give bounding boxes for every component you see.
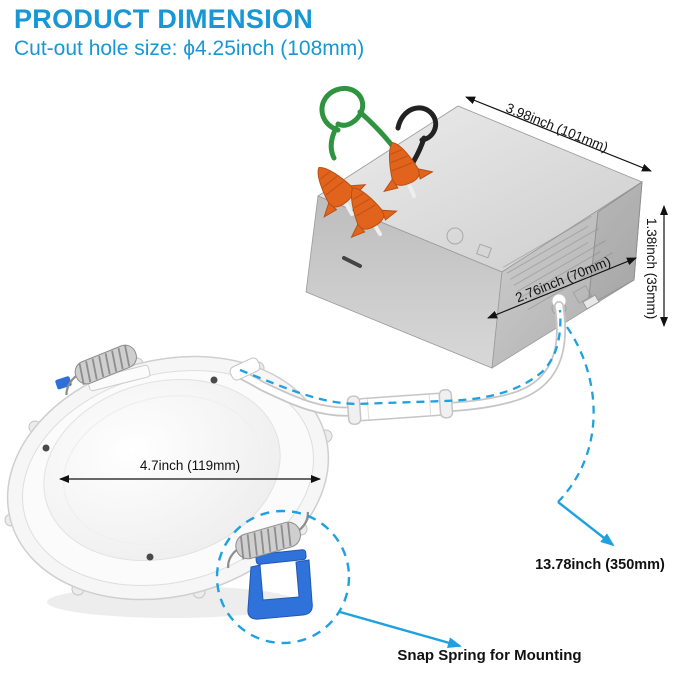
dim-line-box-length (465, 96, 652, 172)
cable-length-label: 13.78inch (350mm) (535, 557, 665, 573)
snap-spring-highlight-circle (215, 509, 351, 645)
dimension-lines (59, 96, 668, 483)
mounting-spring-top (55, 344, 151, 396)
box-slot (342, 256, 362, 268)
snap-spring-arrow (339, 610, 462, 649)
wire-nuts (317, 142, 434, 239)
cable-length-arrow (557, 501, 615, 547)
rim-screws (42, 376, 218, 561)
mounting-spring-bottom (227, 511, 313, 620)
dim-line-box-depth (487, 257, 637, 319)
box-height-label: 1.38inch (35mm) (644, 218, 659, 320)
snap-clip (247, 559, 313, 620)
inline-connector (346, 388, 454, 426)
cable-highlight-dashes (239, 309, 595, 503)
certification-marks (446, 227, 492, 259)
cutout-size-subtitle: Cut-out hole size: ϕ4.25inch (108mm) (14, 37, 365, 60)
page-title: PRODUCT DIMENSION (14, 4, 314, 34)
light-diameter-label: 4.7inch (119mm) (139, 458, 241, 473)
snap-spring-label: Snap Spring for Mounting (397, 647, 582, 664)
light-pigtail-connector (229, 357, 261, 381)
